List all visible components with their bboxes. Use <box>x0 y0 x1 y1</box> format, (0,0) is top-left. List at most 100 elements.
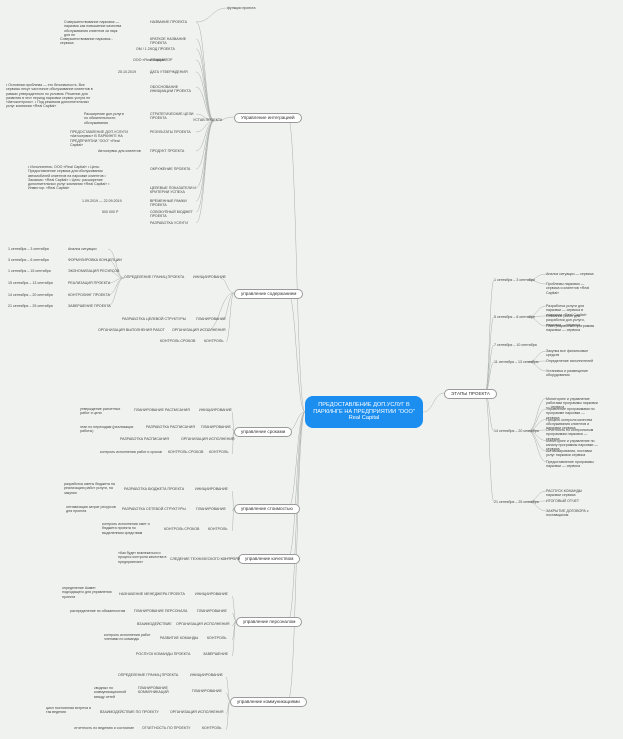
branch-content[interactable]: управление содержанием <box>234 289 304 299</box>
integration-row-value: Расширение доп.услуги по обязательности … <box>84 112 124 125</box>
content-init[interactable]: ИНИЦИИРОВАНИЕ <box>193 275 226 279</box>
stage-date[interactable]: 1 сентября – 3 сентября <box>494 278 535 282</box>
connector-line <box>225 692 231 702</box>
connector-line <box>527 429 547 432</box>
integration-row-label[interactable]: ИНИЦИАТОР <box>150 58 173 62</box>
content-org-sub[interactable]: ОРГАНИЗАЦИЯ ВЫПОЛНЕНИЯ РАБОТ <box>98 328 165 332</box>
integration-row-label[interactable]: РЕЗУЛЬТАТЫ ПРОЕКТА <box>150 130 191 134</box>
integration-row-label[interactable]: ДАТА УТВЕРЖДЕНИЯ <box>150 70 188 74</box>
content-sub-label[interactable]: КОНТРОЛИНГ ПРОЕКТА <box>68 293 110 297</box>
timeline-org[interactable]: ОРГАНИЗАЦИЯ ИСПОЛНЕНИЯ <box>181 437 235 441</box>
stage-date[interactable]: 5 сентября – 6 сентября <box>494 315 535 319</box>
staff-ctrl[interactable]: КОНТРОЛЬ <box>207 636 227 640</box>
cost-ctrl-sub[interactable]: КОНТРОЛЬ СРОКОВ <box>164 527 200 531</box>
connector-line <box>527 419 547 432</box>
integration-row-label[interactable]: КОД ПРОЕКТА <box>150 47 175 51</box>
branch-timeline[interactable]: управление сроками <box>234 427 293 437</box>
connector-line <box>484 279 495 394</box>
timeline-ctrl[interactable]: КОНТРОЛЬ <box>209 450 229 454</box>
comm-init[interactable]: ИНИЦИИРОВАНИЕ <box>190 673 223 677</box>
comm-ctrl-sub[interactable]: ОТЧЕТНОСТЬ ПО ПРОЕКТУ <box>142 726 191 730</box>
cost-init[interactable]: ИНИЦИИРОВАНИЕ <box>195 487 228 491</box>
connector-line <box>195 120 215 189</box>
content-plan-sub[interactable]: РАЗРАБОТКА ЦЕЛЕВОЙ СТРУКТУРЫ <box>122 317 186 321</box>
cost-init-sub[interactable]: РАЗРАБОТКА БЮДЖЕТА ПРОЕКТА <box>124 487 185 491</box>
branch-quality[interactable]: управление качеством <box>238 554 301 564</box>
connector-line <box>195 120 215 224</box>
branch-staff[interactable]: управление персоналом <box>236 617 303 627</box>
staff-ctrl-sub[interactable]: РАЗВИТИЕ КОМАНДЫ <box>160 636 199 640</box>
connector-line <box>527 501 547 512</box>
integration-row-label[interactable]: ОБОСНОВАНИЕ ИНИЦИАЦИИ ПРОЕКТА <box>150 85 191 94</box>
cost-plan[interactable]: ПЛАНИРОВАНИЕ <box>196 507 226 511</box>
integration-row-label[interactable]: СОВОКУПНЫЙ БЮДЖЕТ ПРОЕКТА <box>150 210 193 219</box>
integration-row-label[interactable]: РАЗРАБОТКА УСЛУГИ <box>150 221 188 225</box>
staff-org[interactable]: ОРГАНИЗАЦИЯ ИСПОЛНЕНИЯ <box>176 622 230 626</box>
stage-date[interactable]: 11 сентября – 13 сентября <box>494 360 539 364</box>
integration-ustav[interactable]: УСТАВ ПРОЕКТА <box>193 118 223 122</box>
branch-integration[interactable]: Управление интеграцией <box>234 113 302 123</box>
stage-item: Определение исполнителей <box>546 359 594 363</box>
timeline-plan[interactable]: ПЛАНИРОВАНИЕ <box>201 425 231 429</box>
content-scope[interactable]: ОПРЕДЕЛЕНИЕ ГРАНИЦ ПРОЕКТА <box>124 275 185 279</box>
cost-plan-sub[interactable]: РАЗРАБОТКА СЕТЕВОЙ СТРУКТУРЫ <box>122 507 186 511</box>
stage-date[interactable]: 21 сентября – 25 сентября <box>494 500 539 504</box>
integration-row-label[interactable]: ОКРУЖЕНИЕ ПРОЕКТА <box>150 167 191 171</box>
connector-line <box>527 490 547 503</box>
comm-init-sub[interactable]: ОПРЕДЕЛЕНИЕ ГРАНИЦ ПРОЕКТА <box>118 673 179 677</box>
content-plan[interactable]: ПЛАНИРОВАНИЕ <box>196 317 226 321</box>
stage-date[interactable]: 7 сентября – 10 сентября <box>494 343 537 347</box>
content-ctrl-sub[interactable]: КОНТРОЛЬ СРОКОВ <box>160 339 196 343</box>
integration-row-label[interactable]: НАЗВАНИЕ ПРОЕКТА <box>150 20 188 24</box>
content-org[interactable]: ОРГАНИЗАЦИЯ ИСПОЛНЕНИЯ <box>172 328 226 332</box>
connector-line <box>422 392 445 413</box>
integration-top[interactable]: функции проекта <box>227 6 256 10</box>
timeline-plan-sub[interactable]: РАЗРАБОТКА РАСПИСАНИЯ <box>146 425 195 429</box>
comm-plan-note: сводных по коммуникационной между сетей <box>94 686 127 699</box>
content-ctrl[interactable]: КОНТРОЛЬ <box>204 339 224 343</box>
integration-row-label[interactable]: СТРАТЕГИЧЕСКИЕ ЦЕЛИ ПРОЕКТА <box>150 112 194 121</box>
staff-org-sub[interactable]: ВЗАИМОДЕЙСТВИЕ <box>137 622 172 626</box>
comm-ctrl[interactable]: КОНТРОЛЬ <box>202 726 222 730</box>
stage-date[interactable]: 14 сентября – 20 сентября <box>494 429 539 433</box>
connector-line <box>527 273 547 281</box>
timeline-plan-note: этап по переходам (реализация работы) <box>80 425 134 434</box>
connector-line <box>195 59 215 122</box>
connector-line <box>195 21 215 122</box>
content-sub-label[interactable]: ФОРМУЛИРОВКА КОНЦЕПЦИИ <box>68 258 122 262</box>
content-sub-label[interactable]: РЕАЛИЗАЦИЯ ПРОЕКТА <box>68 281 111 285</box>
staff-plan[interactable]: ПЛАНИРОВАНИЕ <box>197 609 227 613</box>
integration-row-label[interactable]: КРАТКОЕ НАЗВАНИЕ ПРОЕКТА <box>150 37 187 46</box>
staff-init[interactable]: ИНИЦИИРОВАНИЕ <box>195 592 228 596</box>
stage-item: Анализ ситуации — сервиса <box>546 272 594 276</box>
staff-end[interactable]: ЗАВЕРШЕНИЕ <box>203 652 229 656</box>
content-sub-label[interactable]: Анализ ситуации <box>68 247 97 251</box>
comm-plan-sub[interactable]: ПЛАНИРОВАНИЕ КОММУНИКАЦИЙ <box>138 686 169 695</box>
central-topic[interactable]: ПРЕДОСТАВЛЕНИЕ ДОП.УСЛУГ В ПАРКИНГЕ НА П… <box>305 396 423 428</box>
comm-org[interactable]: ОРГАНИЗАЦИЯ ИСПОЛНЕНИЯ <box>170 710 224 714</box>
integration-row-label[interactable]: ЦЕЛЕВЫЕ ПОКАЗАТЕЛИ И КРИТЕРИИ УСПЕХА <box>150 186 197 195</box>
staff-init-sub[interactable]: НАЗНАЧЕНИЕ МЕНЕДЖЕРА ПРОЕКТА <box>119 592 185 596</box>
comm-org-sub[interactable]: ВЗАИМОДЕЙСТВИЕ ПО ПРОЕКТУ <box>100 710 159 714</box>
branch-stages[interactable]: ЭТАПЫ ПРОЕКТА <box>444 389 497 399</box>
connector-line <box>527 361 547 372</box>
timeline-ctrl-sub[interactable]: КОНТРОЛЬ СРОКОВ <box>168 450 204 454</box>
central-topic-label: ПРЕДОСТАВЛЕНИЕ ДОП.УСЛУГ В ПАРКИНГЕ НА П… <box>313 402 415 422</box>
branch-comm[interactable]: управление коммуникациями <box>230 697 307 707</box>
cost-plan-note: оптимизация затрат ресурсов для проекта <box>66 505 116 514</box>
timeline-org-sub[interactable]: РАЗРАБОТКА РАСПИСАНИЯ <box>120 437 169 441</box>
cost-ctrl[interactable]: КОНТРОЛЬ <box>208 527 228 531</box>
timeline-init[interactable]: ИНИЦИИРОВАНИЕ <box>199 408 232 412</box>
timeline-init-sub[interactable]: ПЛАНИРОВАНИЕ РАСПИСАНИЯ <box>134 408 190 412</box>
staff-end-sub[interactable]: РОСПУСК КОМАНДЫ ПРОЕКТА <box>136 652 191 656</box>
integration-row-label[interactable]: ВРЕМЕННЫЕ РАМКИ ПРОЕКТА <box>150 199 187 208</box>
stage-item: Разработка услуги для парковки — сервиса… <box>546 304 587 317</box>
content-sub-label[interactable]: ЗАВЕРШЕНИЕ ПРОЕКТА <box>68 304 111 308</box>
comm-plan[interactable]: ПЛАНИРОВАНИЕ <box>192 689 222 693</box>
content-sub-label[interactable]: ЭКОНОМИЗАЦИЯ РЕСУРСОВ <box>68 269 120 273</box>
branch-cost[interactable]: управление стоимостью <box>234 504 300 514</box>
connector-line <box>287 116 306 413</box>
staff-plan-sub[interactable]: ПЛАНИРОВАНИЕ ПЕРСОНАЛА <box>134 609 188 613</box>
quality-sub[interactable]: СЛЕДЕНИЕ ТЕХНИЧЕСКОГО КОНТРОЛЯ <box>170 557 241 561</box>
integration-row-label[interactable]: ПРОДУКТ ПРОЕКТА <box>150 149 185 153</box>
